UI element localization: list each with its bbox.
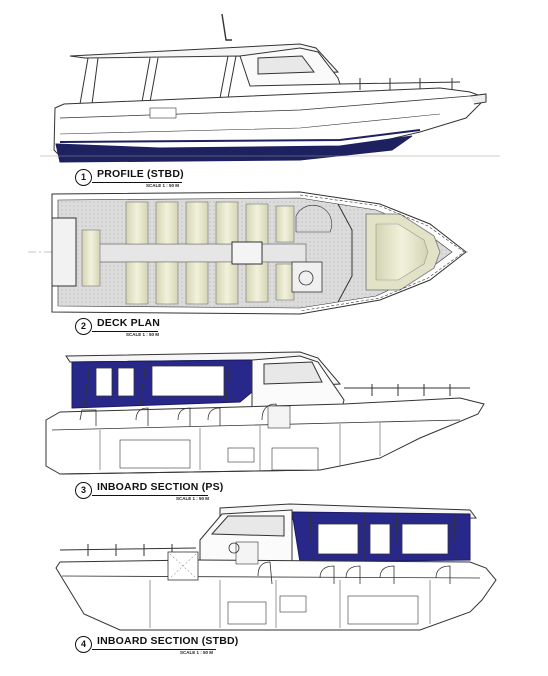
ps-window-pane <box>151 365 225 397</box>
ps-keel-line <box>59 469 321 475</box>
stbd-window-pane <box>401 523 449 555</box>
stbd-head-door <box>169 553 197 579</box>
profile-boot-stripe <box>59 129 421 143</box>
stbd-stern-rail <box>59 544 197 556</box>
stbd-seat <box>435 565 451 584</box>
ps-seat <box>177 407 191 426</box>
view-scale-2: SCALE 1 : 50 M <box>126 332 160 337</box>
stbd-window-frames <box>309 513 457 561</box>
view-scale-4: SCALE 1 : 50 M <box>180 650 214 655</box>
deck-stern-platform <box>51 217 77 287</box>
deck-helm-console <box>291 261 323 293</box>
ps-deck-line <box>51 419 461 431</box>
ps-helm-console <box>267 405 291 429</box>
ps-water-tank <box>271 447 319 471</box>
deck-table <box>231 241 263 265</box>
view-scale-1: SCALE 1 : 50 M <box>146 183 180 188</box>
inboard-ps-boat <box>45 351 485 475</box>
ps-bow-rail <box>344 384 470 396</box>
deck-seat <box>215 201 239 245</box>
deck-seat <box>125 201 149 245</box>
ps-wheelhouse-window <box>263 361 323 385</box>
stbd-window-pane <box>369 523 391 555</box>
view-title-2: DECK PLAN <box>97 317 161 329</box>
ps-fuel-tank <box>119 439 191 469</box>
ps-hatch <box>227 447 255 463</box>
stbd-helm-console <box>235 541 259 565</box>
ps-seat <box>207 407 221 426</box>
view-title-underline-3 <box>92 495 208 496</box>
profile-mast <box>221 13 232 41</box>
view-title-underline-1 <box>92 182 182 183</box>
stbd-water-tank <box>227 601 267 625</box>
stbd-wheelhouse-window <box>210 515 285 537</box>
stbd-seat-silhouettes <box>257 561 451 585</box>
ps-seat <box>135 407 149 426</box>
view-scale-3: SCALE 1 : 50 M <box>176 496 210 501</box>
ps-window-pane <box>117 367 135 397</box>
ps-seat-silhouettes <box>79 403 281 426</box>
view-number-4: 4 <box>75 636 92 653</box>
deck-helm-wheel <box>298 270 314 286</box>
deck-boat <box>28 191 470 315</box>
deck-seat <box>185 261 209 305</box>
deck-seats <box>81 201 295 305</box>
deck-windshield <box>337 203 353 303</box>
stbd-seat <box>257 561 273 585</box>
stbd-engine-hatch <box>279 595 307 613</box>
view-title-3: INBOARD SECTION (PS) <box>97 481 224 493</box>
deck-seat <box>155 201 179 245</box>
deck-bow-sunpad-inner <box>375 223 429 281</box>
profile-sheer-line <box>59 95 471 119</box>
deck-seat <box>275 205 295 243</box>
stbd-seat <box>345 565 361 584</box>
deck-door-swing <box>295 204 333 233</box>
stbd-helm-wheel <box>228 542 240 554</box>
profile-wheelhouse-window <box>257 55 315 75</box>
profile-boat <box>40 13 500 163</box>
view-number-1: 1 <box>75 169 92 186</box>
profile-bow-fitting <box>469 93 487 105</box>
view-title-underline-4 <box>92 649 216 650</box>
ps-window-frames <box>83 359 231 409</box>
deck-seat <box>215 261 239 305</box>
ps-frames <box>99 422 381 470</box>
stbd-window-pane <box>317 523 359 555</box>
profile-chine-line <box>59 113 441 135</box>
ps-seat <box>79 409 97 426</box>
stbd-seat <box>379 565 395 584</box>
view-title-4: INBOARD SECTION (STBD) <box>97 635 239 647</box>
stbd-fuel-tank <box>347 595 419 625</box>
view-title-1: PROFILE (STBD) <box>97 168 184 180</box>
deck-bow-rail <box>299 194 465 312</box>
profile-name-panel <box>149 107 177 119</box>
profile-navy-bottom <box>55 135 413 163</box>
deck-seat <box>155 261 179 305</box>
stbd-frames <box>149 580 431 628</box>
ps-seat <box>261 403 281 425</box>
view-number-2: 2 <box>75 318 92 335</box>
view-number-3: 3 <box>75 482 92 499</box>
inboard-stbd-boat <box>55 503 497 631</box>
deck-seat <box>81 229 101 287</box>
profile-bow-rail <box>339 78 461 90</box>
ps-window-pane <box>95 367 113 397</box>
deck-seat <box>125 261 149 305</box>
deck-seat <box>185 201 209 245</box>
view-title-underline-2 <box>92 331 158 332</box>
profile-canopy-posts <box>79 55 237 105</box>
stbd-seat <box>319 565 335 584</box>
